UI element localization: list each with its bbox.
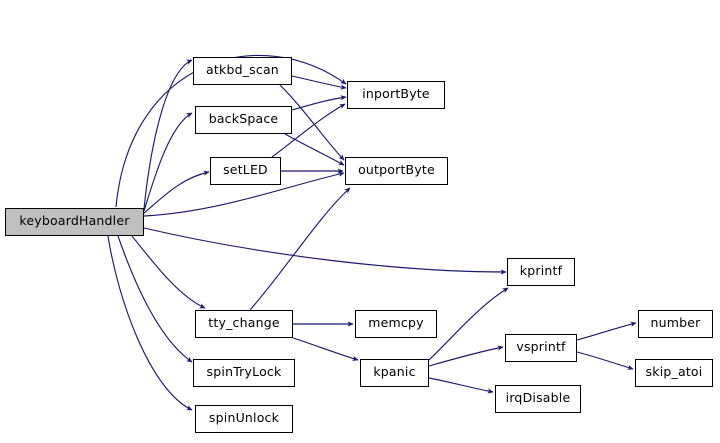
edge-keyboardHandler-to-setLED — [143, 170, 210, 214]
node-vsprintf[interactable]: vsprintf — [505, 334, 577, 362]
node-label-irqDisable: irqDisable — [505, 390, 571, 406]
edge-keyboardHandler-to-kprintf — [143, 227, 507, 275]
node-label-outportByte: outportByte — [358, 162, 435, 178]
node-label-setLED: setLED — [223, 162, 268, 178]
edge-vsprintf-to-skip_atoi — [576, 351, 634, 370]
node-label-keyboardHandler: keyboardHandler — [19, 213, 130, 229]
edge-kpanic-to-vsprintf — [428, 345, 504, 367]
edge-keyboardHandler-to-tty_change — [131, 235, 206, 309]
node-keyboardHandler[interactable]: keyboardHandler — [5, 208, 144, 236]
node-label-tty_change: tty_change — [208, 315, 280, 331]
node-setLED[interactable]: setLED — [210, 157, 281, 185]
node-label-spinUnlock: spinUnlock — [208, 410, 280, 426]
node-memcpy[interactable]: memcpy — [355, 310, 437, 338]
node-tty_change[interactable]: tty_change — [195, 310, 293, 338]
edge-kpanic-to-irqDisable — [428, 377, 494, 394]
node-kprintf[interactable]: kprintf — [507, 258, 575, 286]
edge-keyboardHandler-to-backSpace — [143, 112, 193, 212]
edge-keyboardHandler-to-spinUnlock — [107, 235, 193, 411]
edge-keyboardHandler-to-spinTryLock — [117, 235, 193, 363]
node-label-skip_atoi: skip_atoi — [645, 364, 703, 380]
node-label-kprintf: kprintf — [519, 263, 563, 279]
edge-vsprintf-to-number — [576, 321, 637, 341]
edge-backSpace-to-outportByte — [284, 133, 345, 166]
node-kpanic[interactable]: kpanic — [360, 359, 429, 387]
node-spinTryLock[interactable]: spinTryLock — [193, 359, 295, 387]
node-backSpace[interactable]: backSpace — [195, 106, 292, 134]
node-label-atkbd_scan: atkbd_scan — [206, 62, 279, 78]
edge-atkbd_scan-to-inportByte — [291, 75, 347, 90]
node-label-memcpy: memcpy — [368, 315, 424, 331]
node-inportByte[interactable]: inportByte — [347, 81, 445, 109]
node-label-vsprintf: vsprintf — [516, 339, 566, 355]
edge-kpanic-to-kprintf — [428, 287, 509, 361]
node-label-inportByte: inportByte — [362, 86, 430, 102]
edge-keyboardHandler-to-outportByte — [143, 171, 345, 217]
node-atkbd_scan[interactable]: atkbd_scan — [193, 57, 292, 85]
node-number[interactable]: number — [638, 310, 713, 338]
edge-tty_change-to-outportByte — [249, 187, 351, 311]
edge-keyboardHandler-to-atkbd_scan — [143, 59, 193, 210]
edge-tty_change-to-kpanic — [292, 337, 359, 361]
node-outportByte[interactable]: outportByte — [345, 157, 448, 185]
node-label-kpanic: kpanic — [373, 364, 416, 380]
node-skip_atoi[interactable]: skip_atoi — [635, 359, 713, 387]
node-spinUnlock[interactable]: spinUnlock — [195, 405, 293, 433]
node-label-number: number — [650, 315, 701, 331]
node-irqDisable[interactable]: irqDisable — [495, 385, 581, 413]
edge-setLED-to-inportByte — [271, 103, 346, 158]
node-label-backSpace: backSpace — [208, 111, 279, 127]
node-label-spinTryLock: spinTryLock — [206, 364, 282, 380]
edge-backSpace-to-inportByte — [291, 95, 347, 111]
